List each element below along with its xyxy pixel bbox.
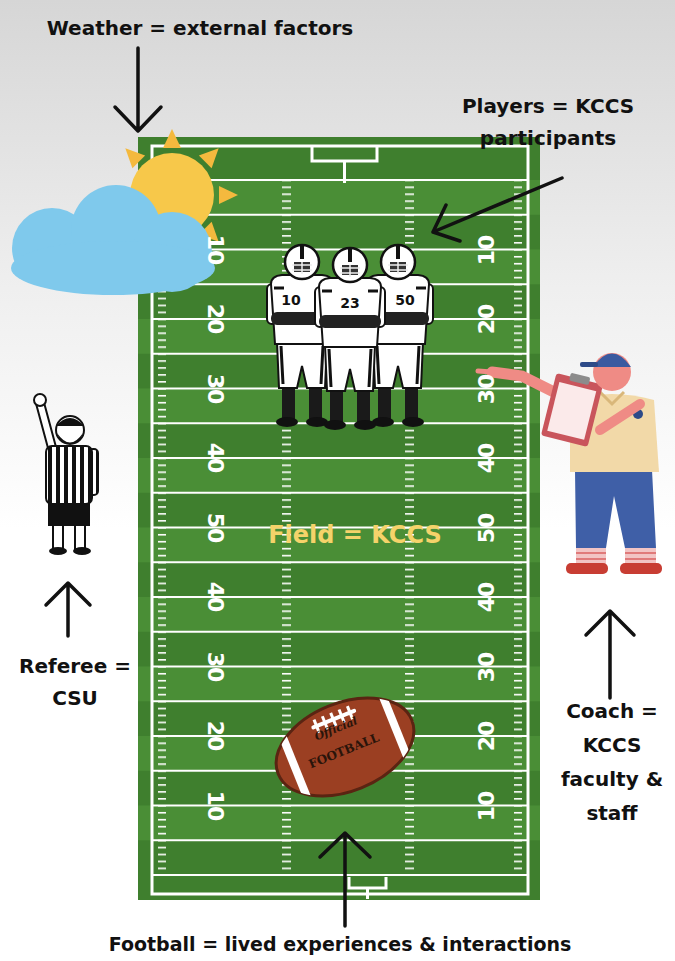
caption-label: Referee = CSU [10,650,140,714]
yard-number: 30 [474,373,500,404]
caption-label: Football = lived experiences & interacti… [109,933,572,956]
yard-number: 40 [474,443,500,474]
yard-number: 20 [474,304,500,335]
field-label: Field = KCCS [268,521,442,550]
yard-number: 20 [202,721,228,752]
yard-number: 20 [474,721,500,752]
yard-number: 10 [474,790,500,821]
jersey-number: 50 [395,292,414,309]
yard-number: 10 [474,234,500,265]
yard-number: 30 [202,373,228,404]
yard-number: 10 [202,790,228,821]
caption-label: Coach = KCCS faculty & staff [547,694,675,830]
yard-number: 40 [474,582,500,613]
yard-number: 30 [202,651,228,682]
yard-number: 50 [474,512,500,543]
caption-label: Weather = external factors [47,16,353,40]
yard-number: 20 [202,304,228,335]
yard-number: 30 [474,651,500,682]
leader-arrows [46,48,634,926]
yard-number: 40 [202,582,228,613]
jersey-number: 23 [340,295,359,312]
referee-illustration [34,394,98,555]
yard-number: 50 [202,512,228,543]
yard-number: 40 [202,443,228,474]
yard-number: 10 [202,234,228,265]
jersey-number: 10 [281,292,300,309]
caption-label: Players = KCCS participants [428,90,668,154]
